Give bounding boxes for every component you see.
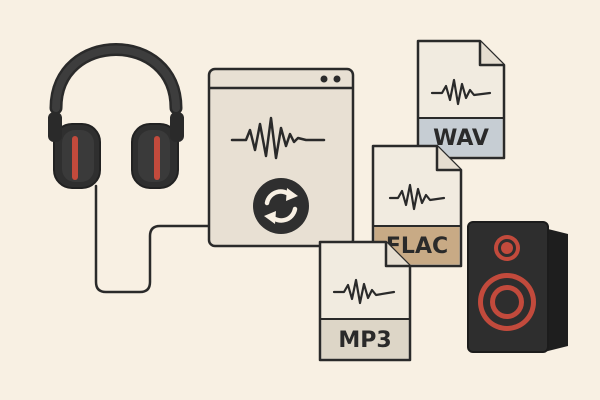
waveform-icon (388, 183, 446, 211)
waveform-icon (332, 278, 396, 305)
window-dot-icon (333, 75, 341, 83)
speaker-tweeter (494, 235, 520, 261)
speaker-woofer (478, 273, 536, 331)
mp3-label: MP3 (338, 328, 391, 353)
headphone-right-cup (131, 112, 184, 189)
headphone-headband (49, 43, 183, 115)
converter-window (207, 67, 355, 248)
mp3-band (321, 319, 409, 359)
wav-label: WAV (433, 126, 489, 151)
mp3-file-icon: MP3 (318, 240, 412, 362)
speaker-icon (467, 221, 568, 353)
sync-arrows-icon (253, 178, 309, 234)
waveform-icon (230, 116, 326, 160)
headphones-icon (48, 43, 184, 189)
headphone-left-cup (48, 112, 101, 189)
window-dot-icon (320, 75, 328, 83)
waveform-icon (430, 78, 492, 106)
wav-file-icon: WAV (416, 39, 506, 160)
headphone-cable (94, 184, 214, 294)
